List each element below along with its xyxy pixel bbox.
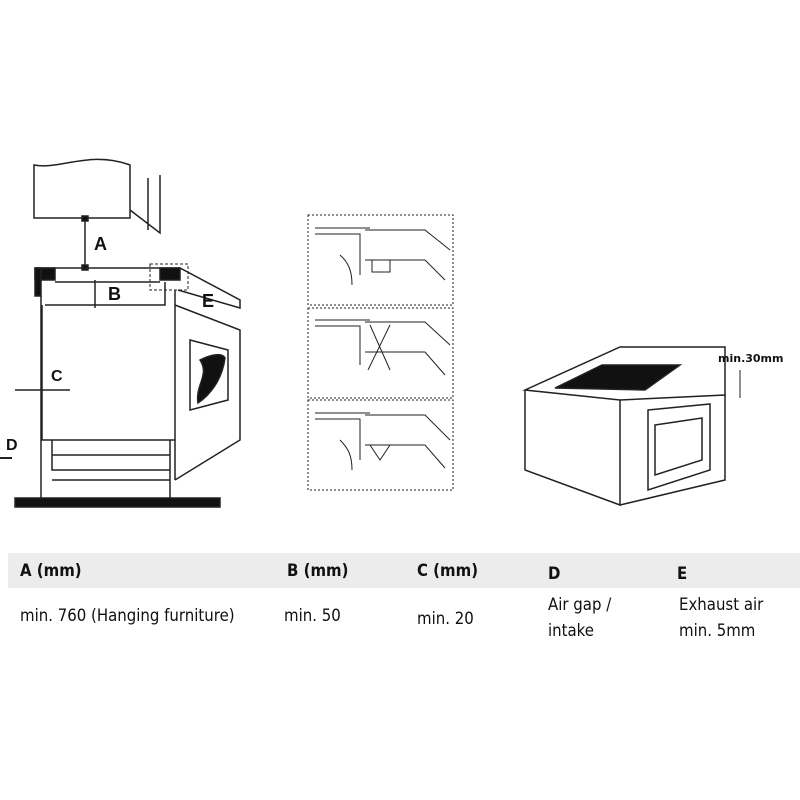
- label-a: A: [94, 234, 107, 254]
- built-in-oven-3d: min.30mm: [522, 346, 783, 507]
- installation-diagram: A B C D E min.30mm: [0, 158, 783, 508]
- label-c: C: [51, 368, 63, 385]
- value-e-line2: min. 5mm: [679, 621, 756, 641]
- header-e: E: [677, 564, 688, 584]
- min-height-label: min.30mm: [718, 352, 783, 365]
- cabinet-side-view: A B C D E: [0, 158, 241, 508]
- value-b: min. 50: [284, 606, 341, 626]
- label-e: E: [202, 291, 214, 311]
- value-d-line2: intake: [548, 621, 595, 641]
- ventilation-detail-panels: [307, 214, 454, 491]
- header-c: C (mm): [417, 561, 479, 581]
- value-e-line1: Exhaust air: [679, 595, 764, 615]
- header-d: D: [548, 564, 561, 584]
- header-a: A (mm): [20, 561, 82, 581]
- value-d-line1: Air gap /: [548, 595, 612, 615]
- value-c: min. 20: [417, 609, 474, 629]
- label-b: B: [108, 284, 121, 304]
- label-d: D: [6, 437, 18, 454]
- table-header-row: [8, 553, 800, 588]
- value-a: min. 760 (Hanging furniture): [20, 606, 235, 626]
- header-b: B (mm): [287, 561, 349, 581]
